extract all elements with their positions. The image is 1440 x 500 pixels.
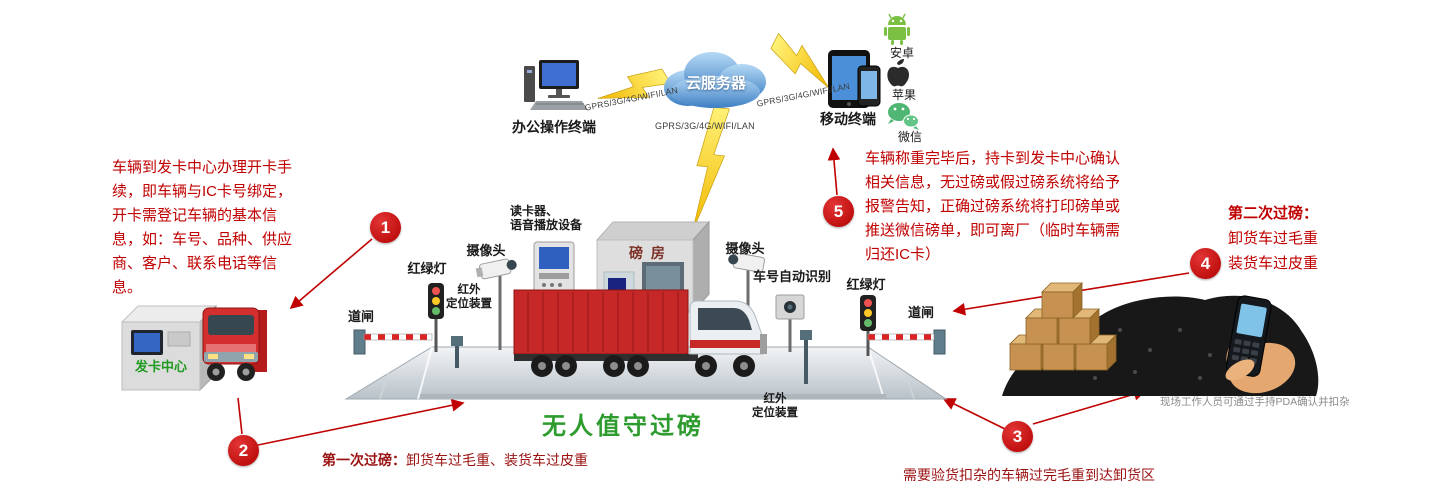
- weigh-house: [595, 220, 711, 314]
- barrier-gate-left-icon: [353, 329, 433, 355]
- card-center-truck-icon: [202, 307, 267, 381]
- step4-line1: 卸货车过毛重: [1228, 230, 1319, 247]
- pda-hand-icon: [1225, 295, 1296, 394]
- mobile-terminal-icon: [828, 50, 881, 108]
- android-icon: [884, 13, 910, 45]
- step4-badge: 4: [1190, 248, 1221, 279]
- card-center-label: 发卡中心: [134, 359, 187, 374]
- link-label-center: GPRS/3G/4G/WIFI/LAN: [655, 121, 755, 131]
- barrier-left-label: 道闸: [347, 309, 374, 324]
- android-label: 安卓: [889, 46, 914, 60]
- barrier-gate-right-icon: [867, 329, 946, 355]
- wechat-label: 微信: [897, 130, 922, 144]
- weighbridge-truck-icon: [513, 289, 767, 377]
- infrared-device-left: [451, 336, 463, 368]
- link-label-left: GPRS/3G/4G/WIFI/LAN: [583, 84, 679, 113]
- step2-title: 第一次过磅：: [322, 452, 406, 468]
- cloud-server-label: 云服务器: [685, 75, 746, 92]
- office-terminal-label: 办公操作终端: [512, 119, 596, 135]
- apple-icon: [887, 59, 909, 87]
- weigh-house-label: 磅 房: [629, 245, 667, 261]
- infrared-left-label: 红外 定位装置: [446, 284, 492, 310]
- step2-text: 第一次过磅：卸货车过毛重、装货车过皮重: [322, 451, 588, 469]
- traffic-light-right-label: 红绿灯: [846, 277, 886, 292]
- link-label-right: GPRS/3G/4G/WIFI/LAN: [755, 80, 851, 109]
- camera-left-label: 摄像头: [466, 243, 506, 258]
- step4-line2: 装货车过皮重: [1228, 255, 1319, 272]
- card-reader-label: 读卡器、 语音播放设备: [510, 204, 583, 233]
- diagram-title: 无人值守过磅: [542, 413, 704, 440]
- mobile-terminal-label: 移动终端: [820, 111, 876, 127]
- camera-right-label: 摄像头: [725, 241, 765, 256]
- step2-badge: 2: [228, 435, 259, 466]
- step2-detail: 卸货车过毛重、装货车过皮重: [406, 452, 588, 468]
- plate-recognition-label: 车号自动识别: [752, 269, 831, 284]
- plate-recognition-device: [775, 294, 805, 352]
- step1-badge: 1: [370, 212, 401, 243]
- apple-label: 苹果: [891, 88, 916, 102]
- card-reader-device: [533, 241, 575, 350]
- office-terminal-icon: [524, 60, 588, 110]
- lightning-bolt-right-icon: [764, 32, 842, 92]
- traffic-light-right-icon: [860, 295, 876, 356]
- weighbridge-platform: [344, 346, 948, 400]
- step4-title: 第二次过磅：: [1228, 205, 1319, 222]
- step1-text: 车辆到发卡中心办理开卡手续，即车辆与IC卡号绑定，开卡需登记车辆的基本信息，如：…: [112, 159, 293, 296]
- coal-pile: [1002, 295, 1319, 396]
- wechat-icon: [888, 103, 919, 130]
- step3-badge: 3: [1002, 421, 1033, 452]
- traffic-light-left-label: 红绿灯: [407, 261, 447, 276]
- step4-text: 第二次过磅： 卸货车过毛重 装货车过皮重: [1228, 201, 1348, 276]
- cargo-boxes: [1009, 282, 1117, 371]
- infrared-device-right: [800, 330, 812, 384]
- step3-text: 需要验货扣杂的车辆过完毛重到达卸货区: [903, 467, 1155, 483]
- step5-badge: 5: [823, 196, 854, 227]
- pda-caption: 现场工作人员可通过手持PDA确认并扣杂: [1160, 396, 1350, 408]
- barrier-right-label: 道闸: [907, 305, 934, 320]
- cctv-camera-right-icon: [728, 252, 765, 342]
- card-center-building: [120, 304, 218, 392]
- step5-text: 车辆称重完毕后，持卡到发卡中心确认相关信息，无过磅或假过磅系统将给予报警告知，正…: [865, 150, 1121, 263]
- infrared-right-label: 红外 定位装置: [752, 393, 798, 419]
